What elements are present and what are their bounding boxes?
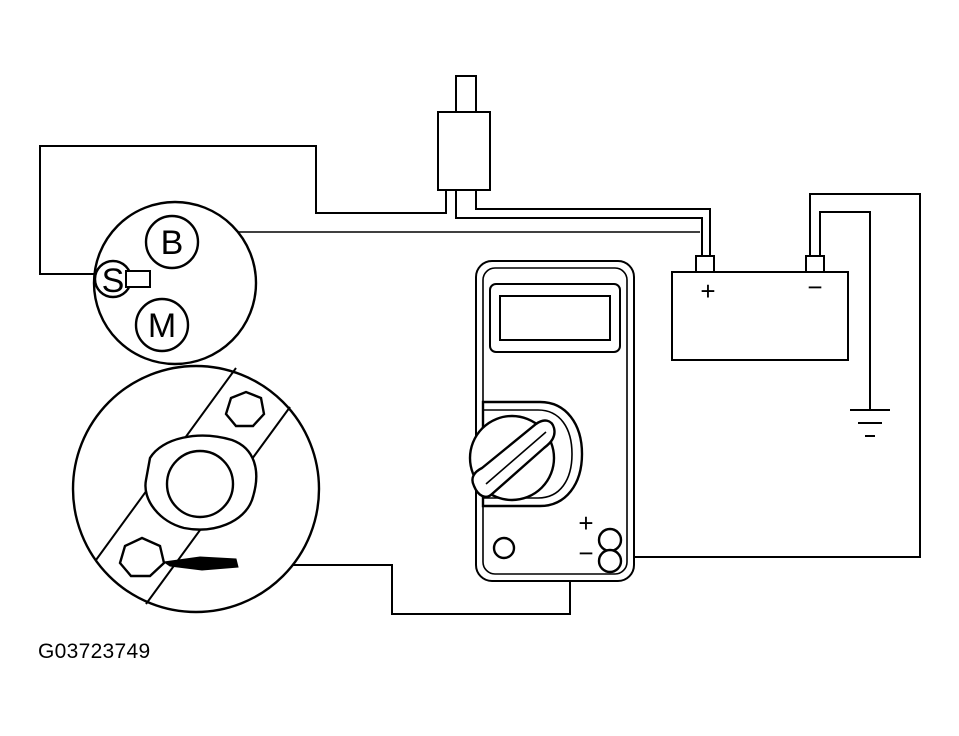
solenoid-housing <box>92 200 258 366</box>
wire-battery-negative-ground-inner <box>819 211 871 410</box>
battery-positive-label: + <box>700 276 715 306</box>
hex-bolt-upper <box>224 390 266 428</box>
terminal-s-tab <box>125 270 151 288</box>
battery-negative-post <box>805 255 825 273</box>
starter-motor <box>71 364 321 614</box>
multimeter-display-screen <box>499 295 611 341</box>
switch-plunger <box>455 75 477 113</box>
terminal-m <box>134 297 190 353</box>
ground-icon <box>850 409 890 437</box>
figure-id: G03723749 <box>38 640 151 663</box>
selector-knob-ridge <box>485 431 547 485</box>
multimeter-common-jack <box>492 536 516 560</box>
terminal-s-label: S <box>102 262 125 300</box>
multimeter: + − <box>468 260 635 582</box>
terminal-m-label: M <box>148 307 176 345</box>
hex-bolt-lower <box>118 536 166 578</box>
multimeter-positive-jack <box>597 527 623 553</box>
multimeter-negative-jack <box>597 548 623 574</box>
battery: + − <box>671 255 849 361</box>
battery-positive-post <box>695 255 715 273</box>
battery-negative-label: − <box>807 272 822 302</box>
wire-s-terminal-to-switch <box>39 145 447 275</box>
terminal-b-label: B <box>161 224 184 262</box>
terminal-b <box>144 214 200 270</box>
fuse-switch <box>437 75 491 191</box>
multimeter-positive-label: + <box>578 508 593 538</box>
test-probe-tip <box>162 556 239 571</box>
starter-shaft-bore <box>165 449 235 519</box>
wire-battery-negative-to-ground <box>628 193 921 558</box>
selector-well-inner <box>483 409 573 499</box>
starter-solenoid: B M S <box>92 200 258 366</box>
wire-switch-to-battery-positive <box>475 190 711 257</box>
wire-switch-to-battery-positive-inner <box>455 190 703 257</box>
switch-body <box>437 111 491 191</box>
multimeter-negative-label: − <box>578 538 593 568</box>
battery-case <box>671 271 849 361</box>
